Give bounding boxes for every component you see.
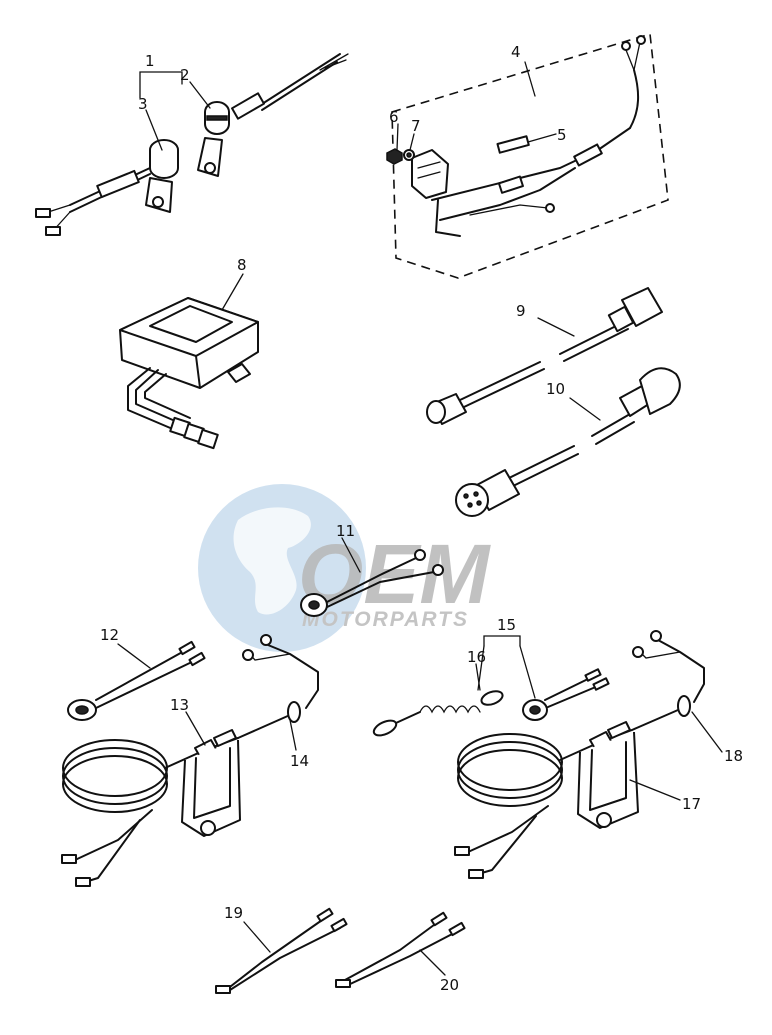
leader-lines (117, 61, 723, 976)
label-10: 10 (546, 380, 565, 398)
part-15-switch (483, 635, 610, 721)
part-19-lead (215, 907, 348, 994)
label-2: 2 (180, 66, 190, 84)
part-8-control-box (119, 297, 259, 450)
part-3-switch (35, 139, 179, 236)
label-11: 11 (336, 522, 355, 540)
watermark-continents (233, 507, 311, 615)
kit-box (391, 32, 669, 279)
part-7-washer (403, 149, 415, 161)
label-16: 16 (467, 648, 486, 666)
watermark: OEM MOTORPARTS (198, 484, 491, 652)
label-20: 20 (440, 976, 459, 994)
label-15: 15 (497, 616, 516, 634)
part-2-switch (197, 53, 349, 177)
label-8: 8 (237, 256, 247, 274)
label-4: 4 (511, 43, 521, 61)
label-9: 9 (516, 302, 526, 320)
part-5-fuse (496, 135, 530, 154)
part-9-extension-cable (426, 287, 663, 425)
callouts: 1 2 3 4 5 6 7 8 9 10 11 12 13 14 15 16 1… (100, 43, 743, 994)
part-11-switch (300, 549, 444, 617)
label-14: 14 (290, 752, 309, 770)
part-6-nut (386, 148, 403, 165)
label-18: 18 (724, 747, 743, 765)
label-17: 17 (682, 795, 701, 813)
part-4-harness-kit (391, 32, 669, 279)
label-3: 3 (138, 95, 148, 113)
part-20-lead (335, 911, 466, 988)
label-1: 1 (145, 52, 155, 70)
bracket-1 (139, 71, 183, 99)
part-12-switch (67, 640, 206, 721)
label-5: 5 (557, 126, 567, 144)
label-6: 6 (389, 108, 399, 126)
watermark-subtitle: MOTORPARTS (302, 608, 469, 631)
label-13: 13 (170, 696, 189, 714)
part-16-lanyard (372, 690, 504, 737)
label-12: 12 (100, 626, 119, 644)
part-13-14-cable-assembly (61, 634, 319, 887)
part-17-18-cable-assembly (454, 630, 705, 879)
part-10-harness (455, 367, 681, 517)
label-7: 7 (411, 117, 421, 135)
label-19: 19 (224, 904, 243, 922)
